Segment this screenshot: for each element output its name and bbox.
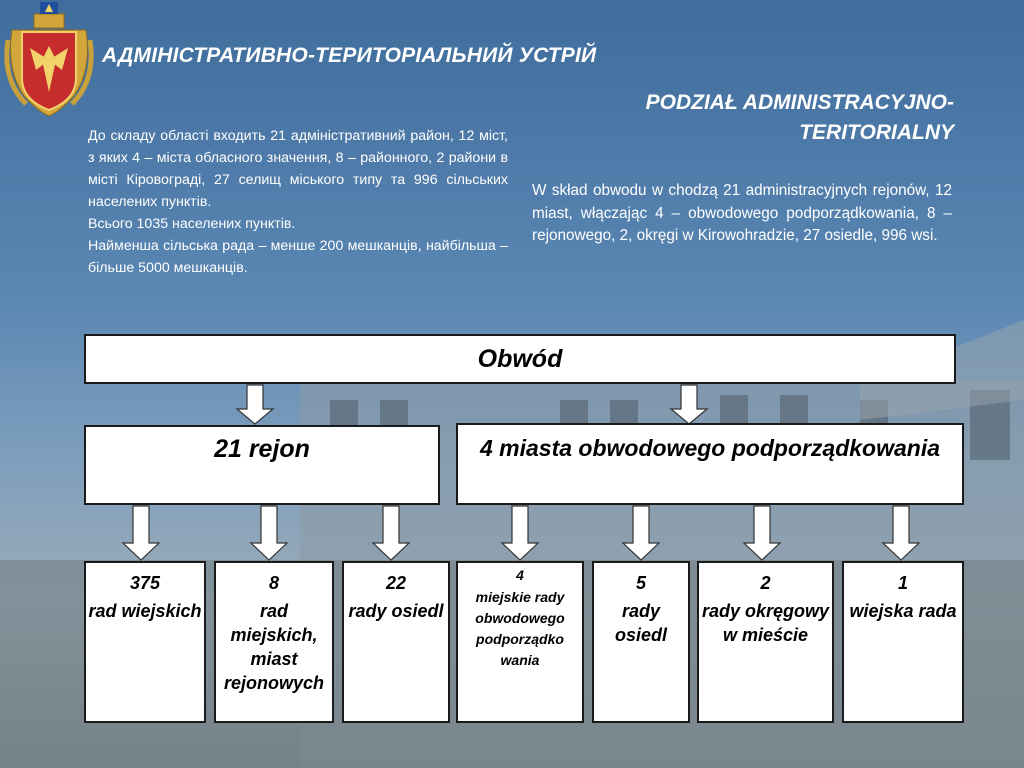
ukrainian-paragraph-3: Найменша сільська рада – менше 200 мешка…: [88, 238, 508, 276]
leaf-number: 4: [516, 567, 524, 583]
leaf-number: 22: [385, 573, 407, 593]
leaf-rady-okregowy: 2 rady okręgowy w mieście: [697, 561, 834, 723]
leaf-label: miejskie rady obwodowego podporządko wan…: [475, 589, 565, 668]
leaf-label: rady osiedl: [348, 601, 444, 621]
leaf-number: 2: [760, 573, 771, 593]
arrow-root-to-miasta: [669, 384, 709, 425]
arrow-rejon-to-leaf-2: [249, 505, 289, 561]
ukrainian-paragraph-2: Всього 1035 населених пунктів.: [88, 216, 296, 232]
leaf-miejskie-rady: 4 miejskie rady obwodowego podporządko w…: [456, 561, 584, 723]
leaf-rady-osiedl-1: 22 rady osiedl: [342, 561, 450, 723]
node-4-miasta: 4 miasta obwodowego podporządkowania: [456, 423, 964, 505]
leaf-rady-osiedl-2: 5 rady osiedl: [592, 561, 690, 723]
ukrainian-paragraph-1: До складу області входить 21 адміністрат…: [88, 128, 508, 210]
leaf-rad-wiejskich: 375 rad wiejskich: [84, 561, 206, 723]
coat-of-arms-logo: [4, 2, 94, 117]
title-ukrainian: АДМІНІСТРАТИВНО-ТЕРИТОРІАЛЬНИЙ УСТРІЙ: [102, 44, 597, 67]
leaf-number: 5: [635, 573, 646, 593]
leaf-number: 8: [268, 573, 279, 593]
leaf-label: rady okręgowy w mieście: [701, 601, 830, 645]
arrow-miasta-to-leaf-7: [881, 505, 921, 561]
arrow-miasta-to-leaf-5: [621, 505, 661, 561]
arrow-miasta-to-leaf-4: [500, 505, 540, 561]
leaf-label: rady osiedl: [614, 601, 667, 645]
arrow-miasta-to-leaf-6: [742, 505, 782, 561]
arrow-rejon-to-leaf-3: [371, 505, 411, 561]
leaf-label: rad miejskich, miast rejonowych: [223, 601, 325, 693]
title-polish: PODZIAŁ ADMINISTRACYJNO-TERITORIALNY: [645, 91, 954, 144]
leaf-label: rad wiejskich: [88, 601, 202, 621]
leaf-label: wiejska rada: [849, 601, 957, 621]
polish-description: W skład obwodu w chodzą 21 administracyj…: [532, 180, 952, 248]
node-obwod: Obwód: [84, 334, 956, 384]
leaf-wiejska-rada: 1 wiejska rada: [842, 561, 964, 723]
arrow-rejon-to-leaf-1: [121, 505, 161, 561]
leaf-number: 375: [129, 573, 161, 593]
node-21-rejon: 21 rejon: [84, 425, 440, 505]
polish-paragraph-1: W skład obwodu w chodzą 21 administracyj…: [532, 182, 952, 244]
ukrainian-description: До складу області входить 21 адміністрат…: [88, 125, 508, 279]
leaf-number: 1: [897, 573, 908, 593]
arrow-root-to-rejon: [235, 384, 275, 425]
leaf-rad-miejskich: 8 rad miejskich, miast rejonowych: [214, 561, 334, 723]
